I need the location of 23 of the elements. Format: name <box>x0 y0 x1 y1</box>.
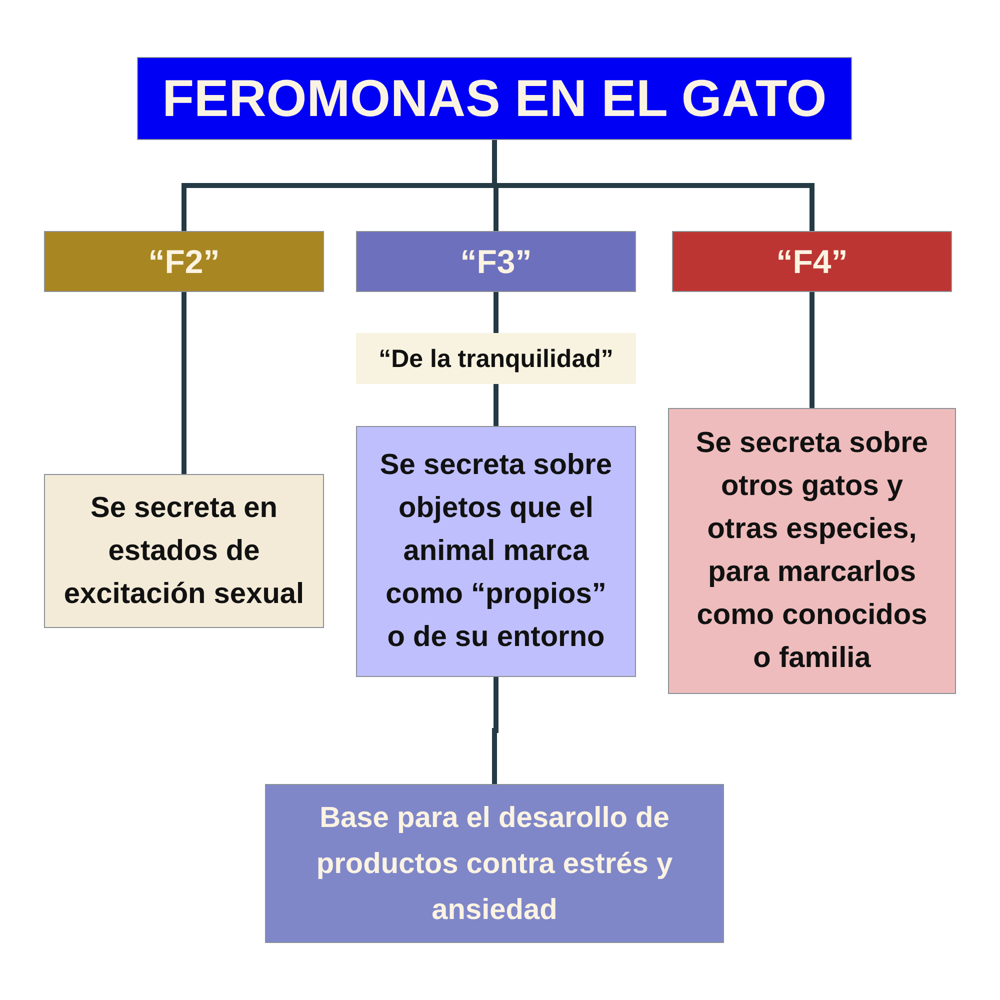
result-box <box>265 784 724 943</box>
connector-line <box>810 292 814 408</box>
result-text: Base para el desarollo de productos contra estrés y ansiedad <box>315 800 674 928</box>
connector-line <box>494 292 498 333</box>
title-box <box>137 57 852 140</box>
description-text: Se secreta en estados de excitación sexual <box>62 490 306 612</box>
subtitle-text: “De la tranquilidad” <box>378 344 614 374</box>
description-box <box>668 408 956 694</box>
description-box <box>356 426 636 677</box>
header-text: “F4” <box>776 242 848 282</box>
header-text: “F2” <box>148 242 220 282</box>
connector-line <box>492 677 498 784</box>
description-box <box>44 474 324 628</box>
description-text: Se secreta sobre objetos que el animal marca como “propios” o de su entorno <box>378 448 614 655</box>
category-header-box <box>672 231 952 292</box>
description-text: Se secreta sobre otros gatos y otras especies, para marcarlos como conocidos o familia <box>694 426 930 676</box>
connector-line <box>182 292 186 474</box>
title-text: FEROMONAS EN EL GATO <box>162 68 827 128</box>
connector-line <box>494 384 498 426</box>
category-header-box <box>356 231 636 292</box>
category-header-box <box>44 231 324 292</box>
subtitle-box <box>356 333 636 384</box>
header-text: “F3” <box>460 242 532 282</box>
